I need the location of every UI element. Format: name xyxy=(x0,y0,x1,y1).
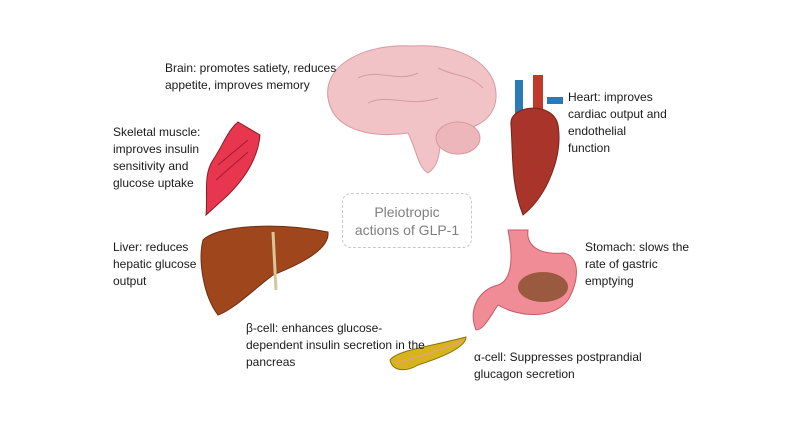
central-concept-box: Pleiotropic actions of GLP-1 xyxy=(342,193,472,248)
heart-label: Heart: improves cardiac output and endot… xyxy=(568,90,667,155)
heart-illustration xyxy=(510,75,563,216)
brain-label: Brain: promotes satiety, reduces appetit… xyxy=(165,61,337,92)
stomach-label: Stomach: slows the rate of gastric empty… xyxy=(585,240,690,288)
liver-label: Liver: reduces hepatic glucose output xyxy=(113,240,197,288)
pancreas-illustration xyxy=(389,336,467,371)
brain-illustration xyxy=(327,45,497,174)
liver-illustration xyxy=(200,225,329,316)
stomach-illustration xyxy=(472,229,577,331)
beta-cell-label: β-cell: enhances glucose- dependent insu… xyxy=(246,321,425,369)
alpha-cell-label: α-cell: Suppresses postprandial glucagon… xyxy=(474,350,642,381)
skeletal-muscle-label: Skeletal muscle: improves insulin sensit… xyxy=(113,125,201,190)
skeletal-muscle-illustration xyxy=(205,121,261,217)
